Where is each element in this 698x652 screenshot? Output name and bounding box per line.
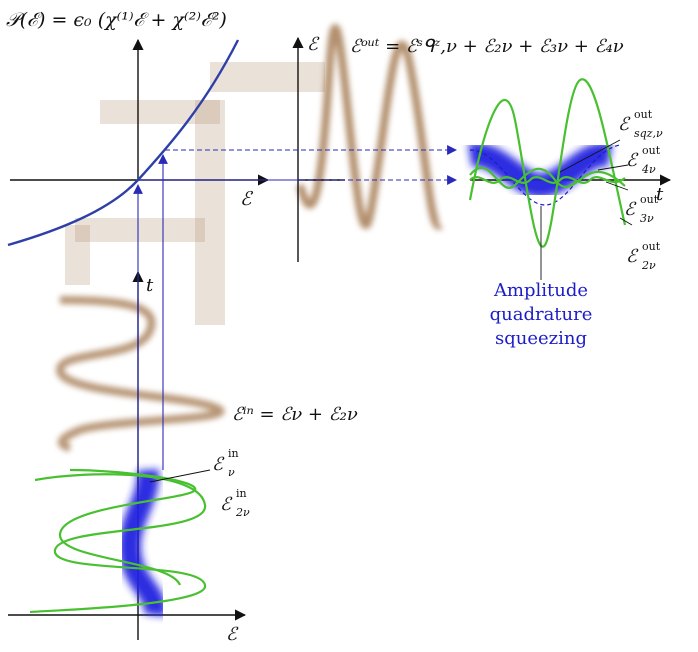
band-vertical-right (195, 100, 225, 325)
svg-text:in: in (228, 447, 239, 460)
label-in-nu: ℰ in ν (212, 447, 239, 479)
svg-text:ℰ: ℰ (624, 199, 637, 220)
svg-text:sqz,ν: sqz,ν (634, 127, 663, 140)
svg-text:ν: ν (228, 466, 235, 479)
bottom-t-axis-label: t (146, 275, 154, 296)
polarization-curve (7, 39, 240, 247)
svg-text:ℰ: ℰ (618, 114, 631, 135)
svg-text:ℰ: ℰ (626, 246, 639, 267)
label-out-4nu: ℰ out 4ν (626, 144, 661, 176)
svg-text:out: out (640, 193, 659, 206)
svg-text:3ν: 3ν (640, 212, 654, 225)
svg-text:2ν: 2ν (641, 259, 656, 272)
input-equation: ℰⁱⁿ = ℰν + ℰ₂ν (232, 404, 358, 425)
input-squeezed-blob (118, 469, 167, 617)
output-green-2nu (468, 78, 627, 248)
band-left-drop (65, 225, 90, 285)
svg-text:out: out (634, 108, 653, 121)
label-out-3nu: ℰ out 3ν (624, 193, 659, 225)
label-out-sqz: ℰ out sqz,ν (618, 108, 663, 140)
label-in-2nu: ℰ in 2ν (220, 487, 250, 519)
annotation-line-1: Amplitude (493, 280, 588, 301)
output-green-3nu (469, 166, 626, 189)
bottom-e-axis-label: ℰ (226, 624, 239, 645)
projection-bands (65, 62, 325, 325)
mapping-lines (133, 145, 457, 470)
output-green-4nu (469, 176, 626, 184)
label-leaders (149, 139, 633, 483)
input-green-2nu (29, 473, 207, 614)
annotation-line-2: quadrature (490, 304, 593, 325)
leader-in-nu (149, 469, 211, 483)
band-upper-left (100, 100, 220, 124)
leader-out-2nu (619, 217, 633, 226)
right-t-axis-label: t (656, 184, 664, 205)
svg-text:out: out (642, 144, 661, 157)
output-field-wave (296, 24, 443, 230)
svg-text:ℰ: ℰ (212, 454, 225, 475)
polarization-equation: 𝒫(ℰ) = ϵ₀ (χ⁽¹⁾ℰ + χ⁽²⁾ℰ²) (6, 9, 227, 31)
input-green-nu (58, 468, 197, 586)
output-squeezed-blob (468, 142, 613, 198)
svg-text:4ν: 4ν (641, 163, 656, 176)
svg-text:ℰ: ℰ (220, 494, 233, 515)
band-top (210, 62, 325, 92)
leader-out-4nu (597, 164, 629, 171)
svg-text:out: out (642, 240, 661, 253)
annotation-line-3: squeezing (495, 328, 587, 349)
squeezing-annotation: Amplitude quadrature squeezing (490, 280, 593, 349)
leader-out-sqz (559, 139, 621, 173)
label-out-2nu: ℰ out 2ν (626, 240, 661, 272)
svg-text:2ν: 2ν (235, 506, 250, 519)
output-equation: ℰᵒᵘᵗ = ℰˢᑫᶻ,ν + ℰ₂ν + ℰ₃ν + ℰ₄ν (350, 36, 624, 57)
right-e-axis-label: ℰ (307, 34, 320, 55)
svg-text:ℰ: ℰ (626, 150, 639, 171)
output-sqz-dash (469, 144, 621, 206)
left-e-axis-label: ℰ (240, 188, 254, 210)
band-horizontal-mid (75, 218, 205, 242)
svg-text:in: in (236, 487, 247, 500)
leader-out-3nu (605, 181, 629, 191)
input-field-wave (55, 296, 225, 452)
